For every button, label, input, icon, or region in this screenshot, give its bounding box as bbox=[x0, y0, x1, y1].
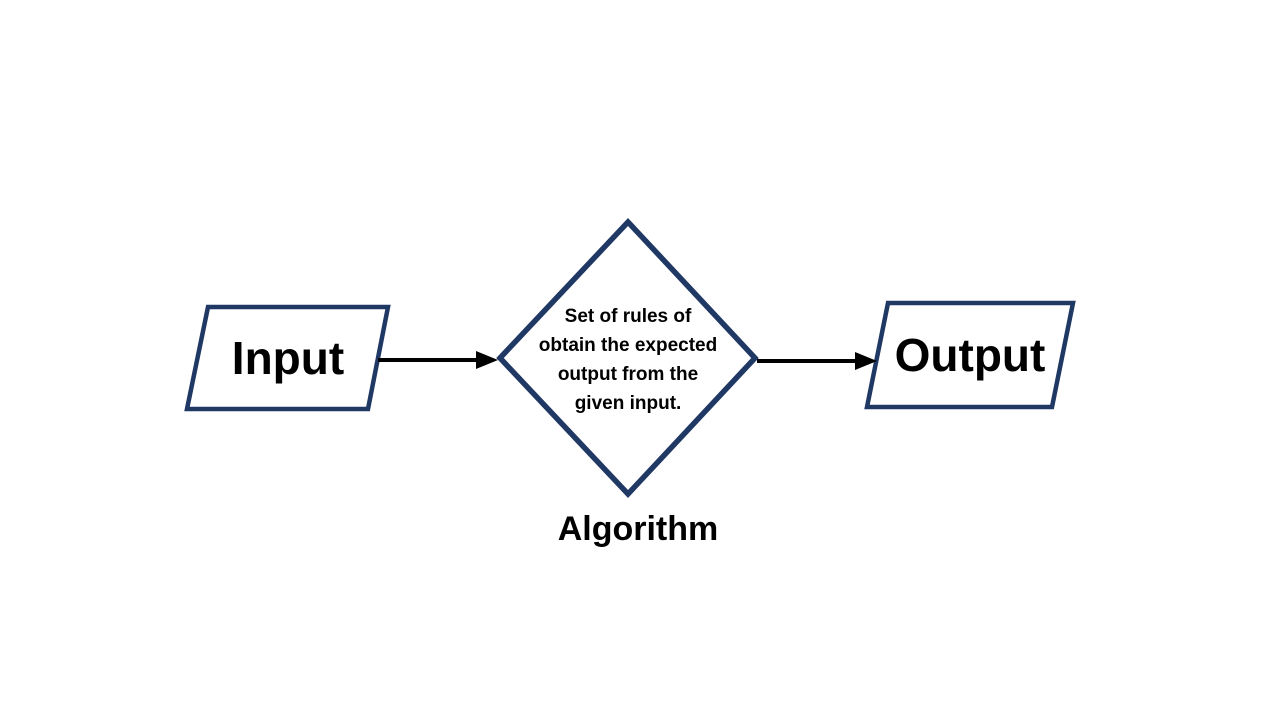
algorithm-caption: Algorithm bbox=[557, 509, 719, 548]
process-diamond-shape bbox=[496, 217, 759, 499]
process-text-line: obtain the expected bbox=[538, 335, 718, 356]
arrow-input-to-process-icon bbox=[378, 351, 498, 369]
process-text-line: output from the bbox=[557, 364, 699, 385]
output-node-label: Output bbox=[894, 329, 1046, 381]
input-parallelogram-shape bbox=[184, 304, 391, 412]
input-node-label: Input bbox=[231, 332, 345, 384]
process-node-text: Set of rules of obtain the expected outp… bbox=[523, 302, 733, 418]
process-text-line: given input. bbox=[574, 393, 682, 414]
process-text-line: Set of rules of bbox=[564, 306, 692, 327]
output-parallelogram-shape bbox=[864, 300, 1076, 410]
arrow-process-to-output-icon bbox=[757, 352, 877, 370]
